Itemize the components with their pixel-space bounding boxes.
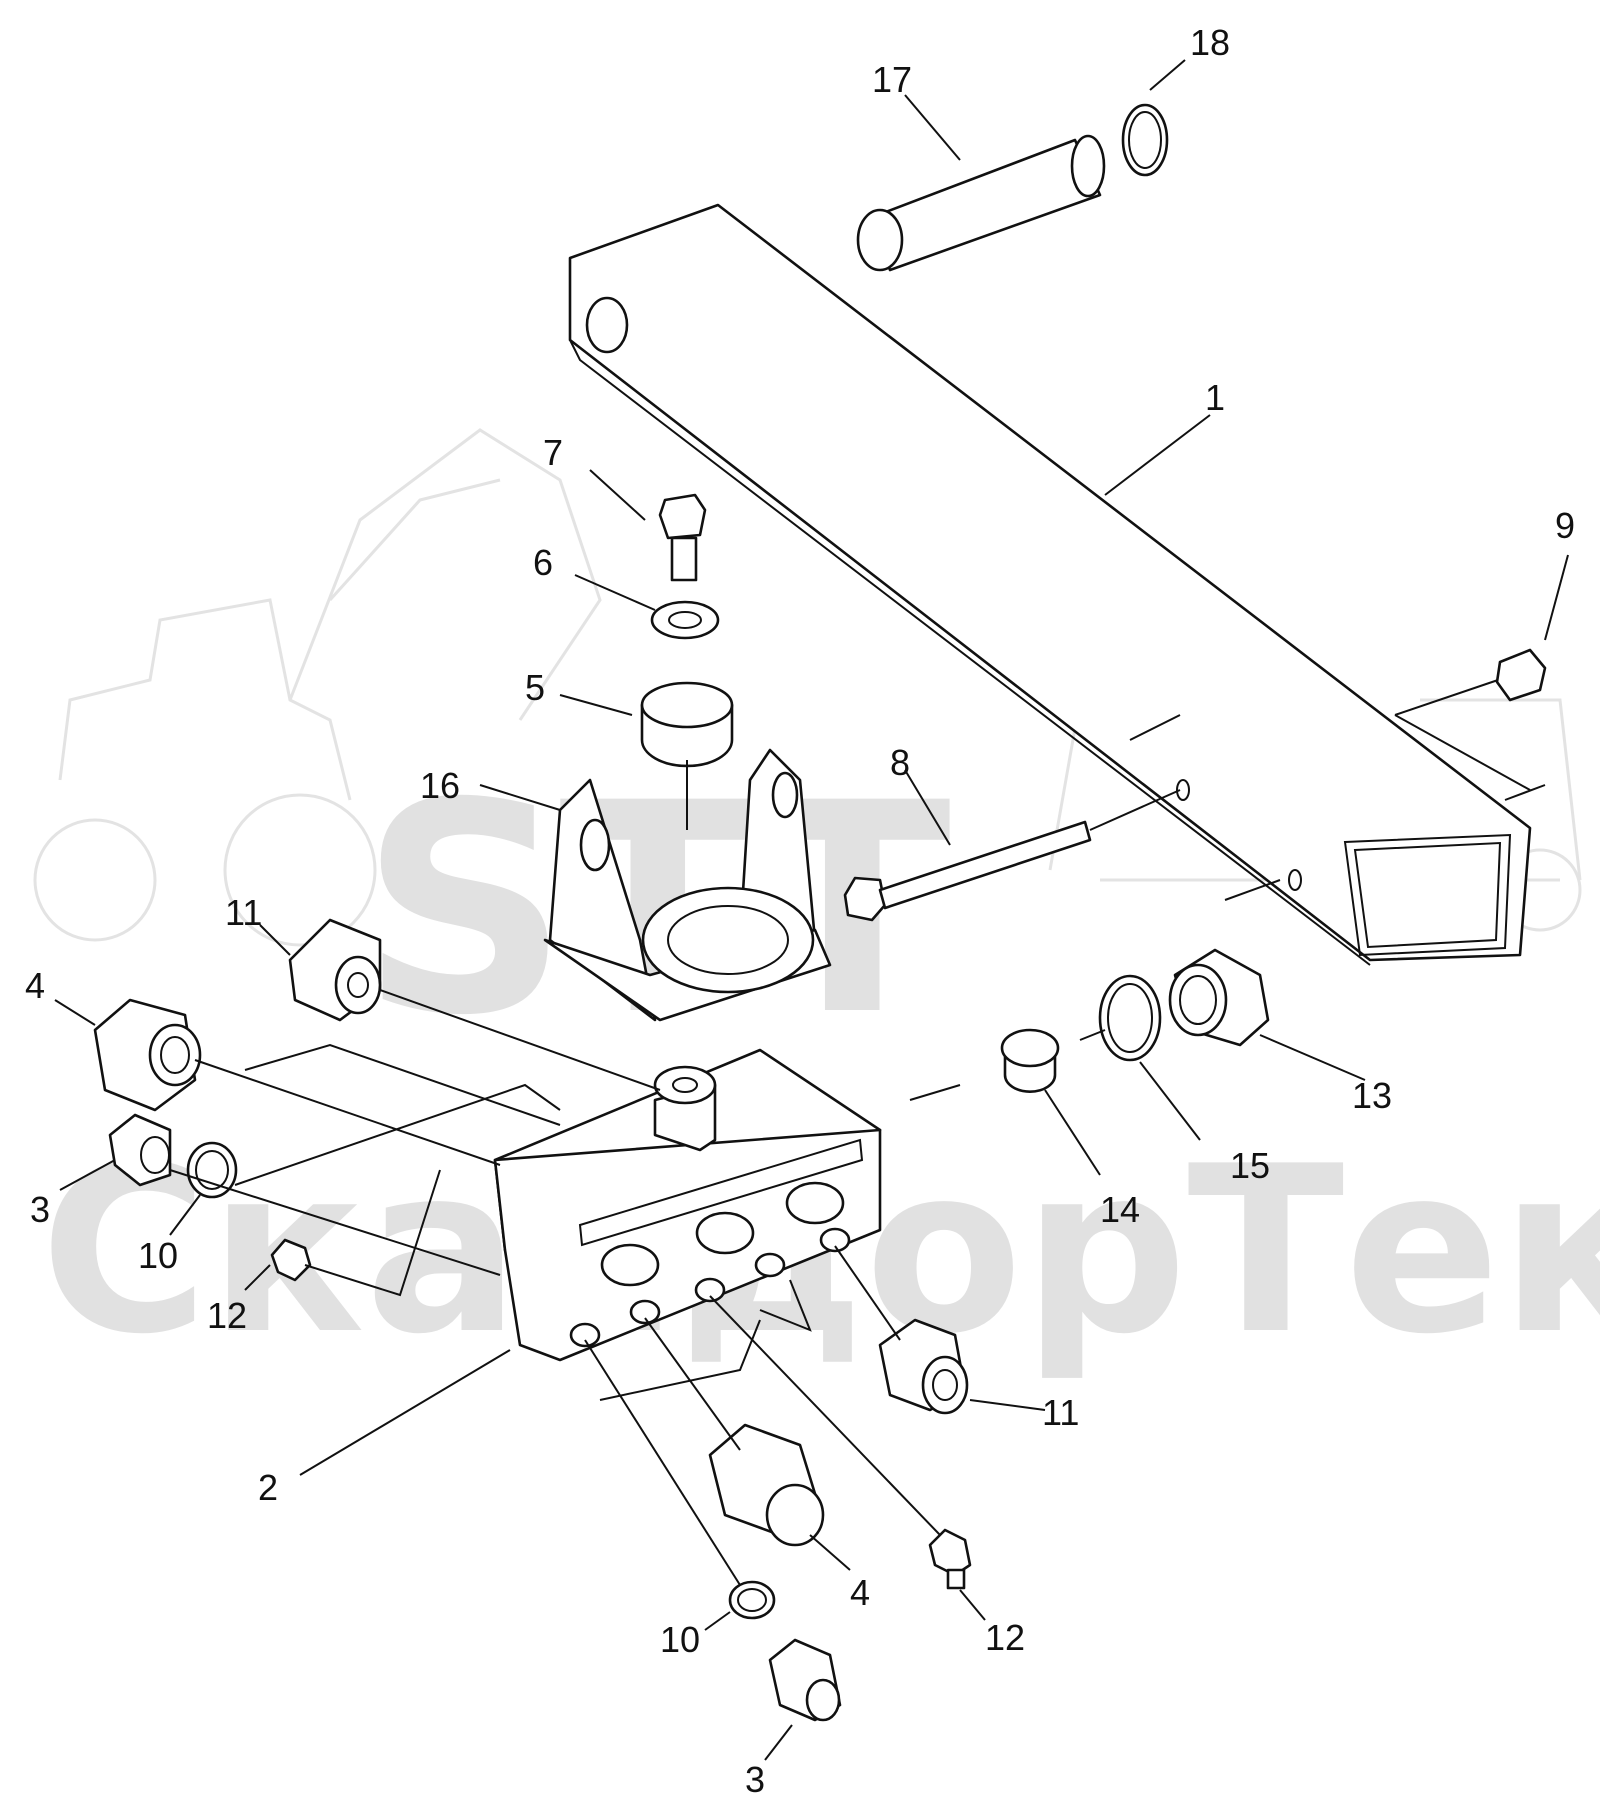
callout-11a: 11 (225, 892, 262, 933)
part-fitting-3-left (108, 1113, 172, 1187)
callout-14: 14 (1100, 1189, 1140, 1230)
callout-15: 15 (1230, 1145, 1270, 1186)
part-nut-9 (1394, 648, 1547, 716)
callout-10b: 10 (660, 1619, 700, 1660)
callout-13: 13 (1352, 1075, 1392, 1116)
part-bolt-8 (843, 789, 1181, 922)
part-fitting-11-left (288, 918, 382, 1022)
part-ring-10-left (186, 1141, 238, 1199)
part-fitting-3-bottom (768, 1638, 842, 1722)
callout-18: 18 (1190, 22, 1230, 63)
callout-12a: 12 (207, 1295, 247, 1336)
callout-1: 1 (1205, 377, 1225, 418)
callout-4b: 4 (850, 1572, 870, 1613)
callout-12b: 12 (985, 1617, 1025, 1658)
part-beam (568, 203, 1532, 966)
callout-9: 9 (1555, 505, 1575, 546)
part-fitting-4-bottom (708, 1423, 825, 1547)
callout-4a: 4 (25, 965, 45, 1006)
callout-8: 8 (890, 742, 910, 783)
callout-16: 16 (420, 765, 460, 806)
callout-3a: 3 (30, 1189, 50, 1230)
callout-11b: 11 (1042, 1392, 1079, 1433)
callout-17: 17 (872, 59, 912, 100)
callout-3b: 3 (745, 1759, 765, 1796)
watermark-tractor-left-icon (33, 428, 602, 947)
part-valve-block-2 (493, 1048, 882, 1362)
part-fitting-11-right (878, 1318, 969, 1415)
part-fitting-4-left (93, 998, 202, 1112)
part-ring-10-bottom (728, 1580, 776, 1620)
part-bolt-7 (658, 493, 707, 582)
part-fitting-12-left (270, 1238, 312, 1282)
part-bracket-16 (543, 748, 832, 1022)
part-plug-14 (1000, 1028, 1060, 1093)
leader-lines (54, 59, 1569, 1761)
part-fitting-12-bottom (928, 1528, 972, 1590)
part-plug-13 (1168, 948, 1270, 1047)
part-washer-6 (650, 600, 720, 640)
part-ring-15 (1098, 974, 1162, 1062)
callout-labels: 1 2 3 3 4 4 5 6 7 8 9 10 10 11 11 12 12 … (25, 22, 1575, 1796)
callout-2: 2 (258, 1467, 278, 1508)
callout-10a: 10 (138, 1235, 178, 1276)
callout-5: 5 (525, 667, 545, 708)
part-ring-18 (1121, 103, 1169, 177)
part-pin (856, 134, 1106, 272)
callout-6: 6 (533, 542, 553, 583)
part-bushing-5 (640, 681, 734, 830)
callout-7: 7 (543, 432, 563, 473)
